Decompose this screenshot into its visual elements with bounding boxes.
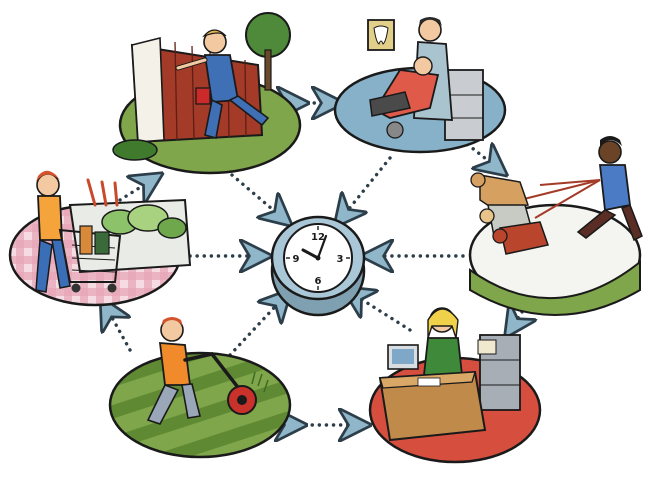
clock-center-pin bbox=[315, 255, 321, 261]
grocery-shopping-icon bbox=[35, 170, 192, 293]
clock-numeral-12: 12 bbox=[311, 232, 325, 243]
center-clock: 12 3 6 9 bbox=[270, 215, 366, 317]
spoke-mower-to-clock bbox=[228, 296, 285, 357]
ring-mower-grocery bbox=[105, 305, 132, 352]
fence-painting-icon bbox=[112, 12, 291, 161]
clock-minute-hand bbox=[316, 234, 328, 260]
dentist-icon bbox=[367, 17, 484, 141]
scene-dog-walking bbox=[468, 136, 643, 316]
spoke-connectors bbox=[188, 156, 465, 357]
scene-grocery bbox=[8, 170, 192, 307]
wall-clock-icon bbox=[270, 215, 366, 317]
clock-hour-hand bbox=[301, 248, 320, 260]
spoke-office-to-clock bbox=[350, 292, 412, 332]
spoke-dentist-to-clock bbox=[340, 156, 392, 220]
ring-grocery-fence bbox=[118, 178, 155, 200]
clock-numeral-3: 3 bbox=[337, 254, 344, 265]
dog-walking-icon bbox=[470, 136, 643, 255]
scene-dentist bbox=[333, 17, 507, 154]
spoke-fence-to-clock bbox=[230, 173, 285, 220]
office-work-icon bbox=[378, 307, 521, 442]
scene-office bbox=[368, 307, 542, 464]
clock-numeral-6: 6 bbox=[315, 276, 322, 287]
scene-lawn-mowing bbox=[108, 317, 292, 459]
clock-numeral-9: 9 bbox=[293, 254, 300, 265]
scene-fence-painting bbox=[112, 12, 302, 175]
lawn-mowing-icon bbox=[146, 317, 269, 425]
